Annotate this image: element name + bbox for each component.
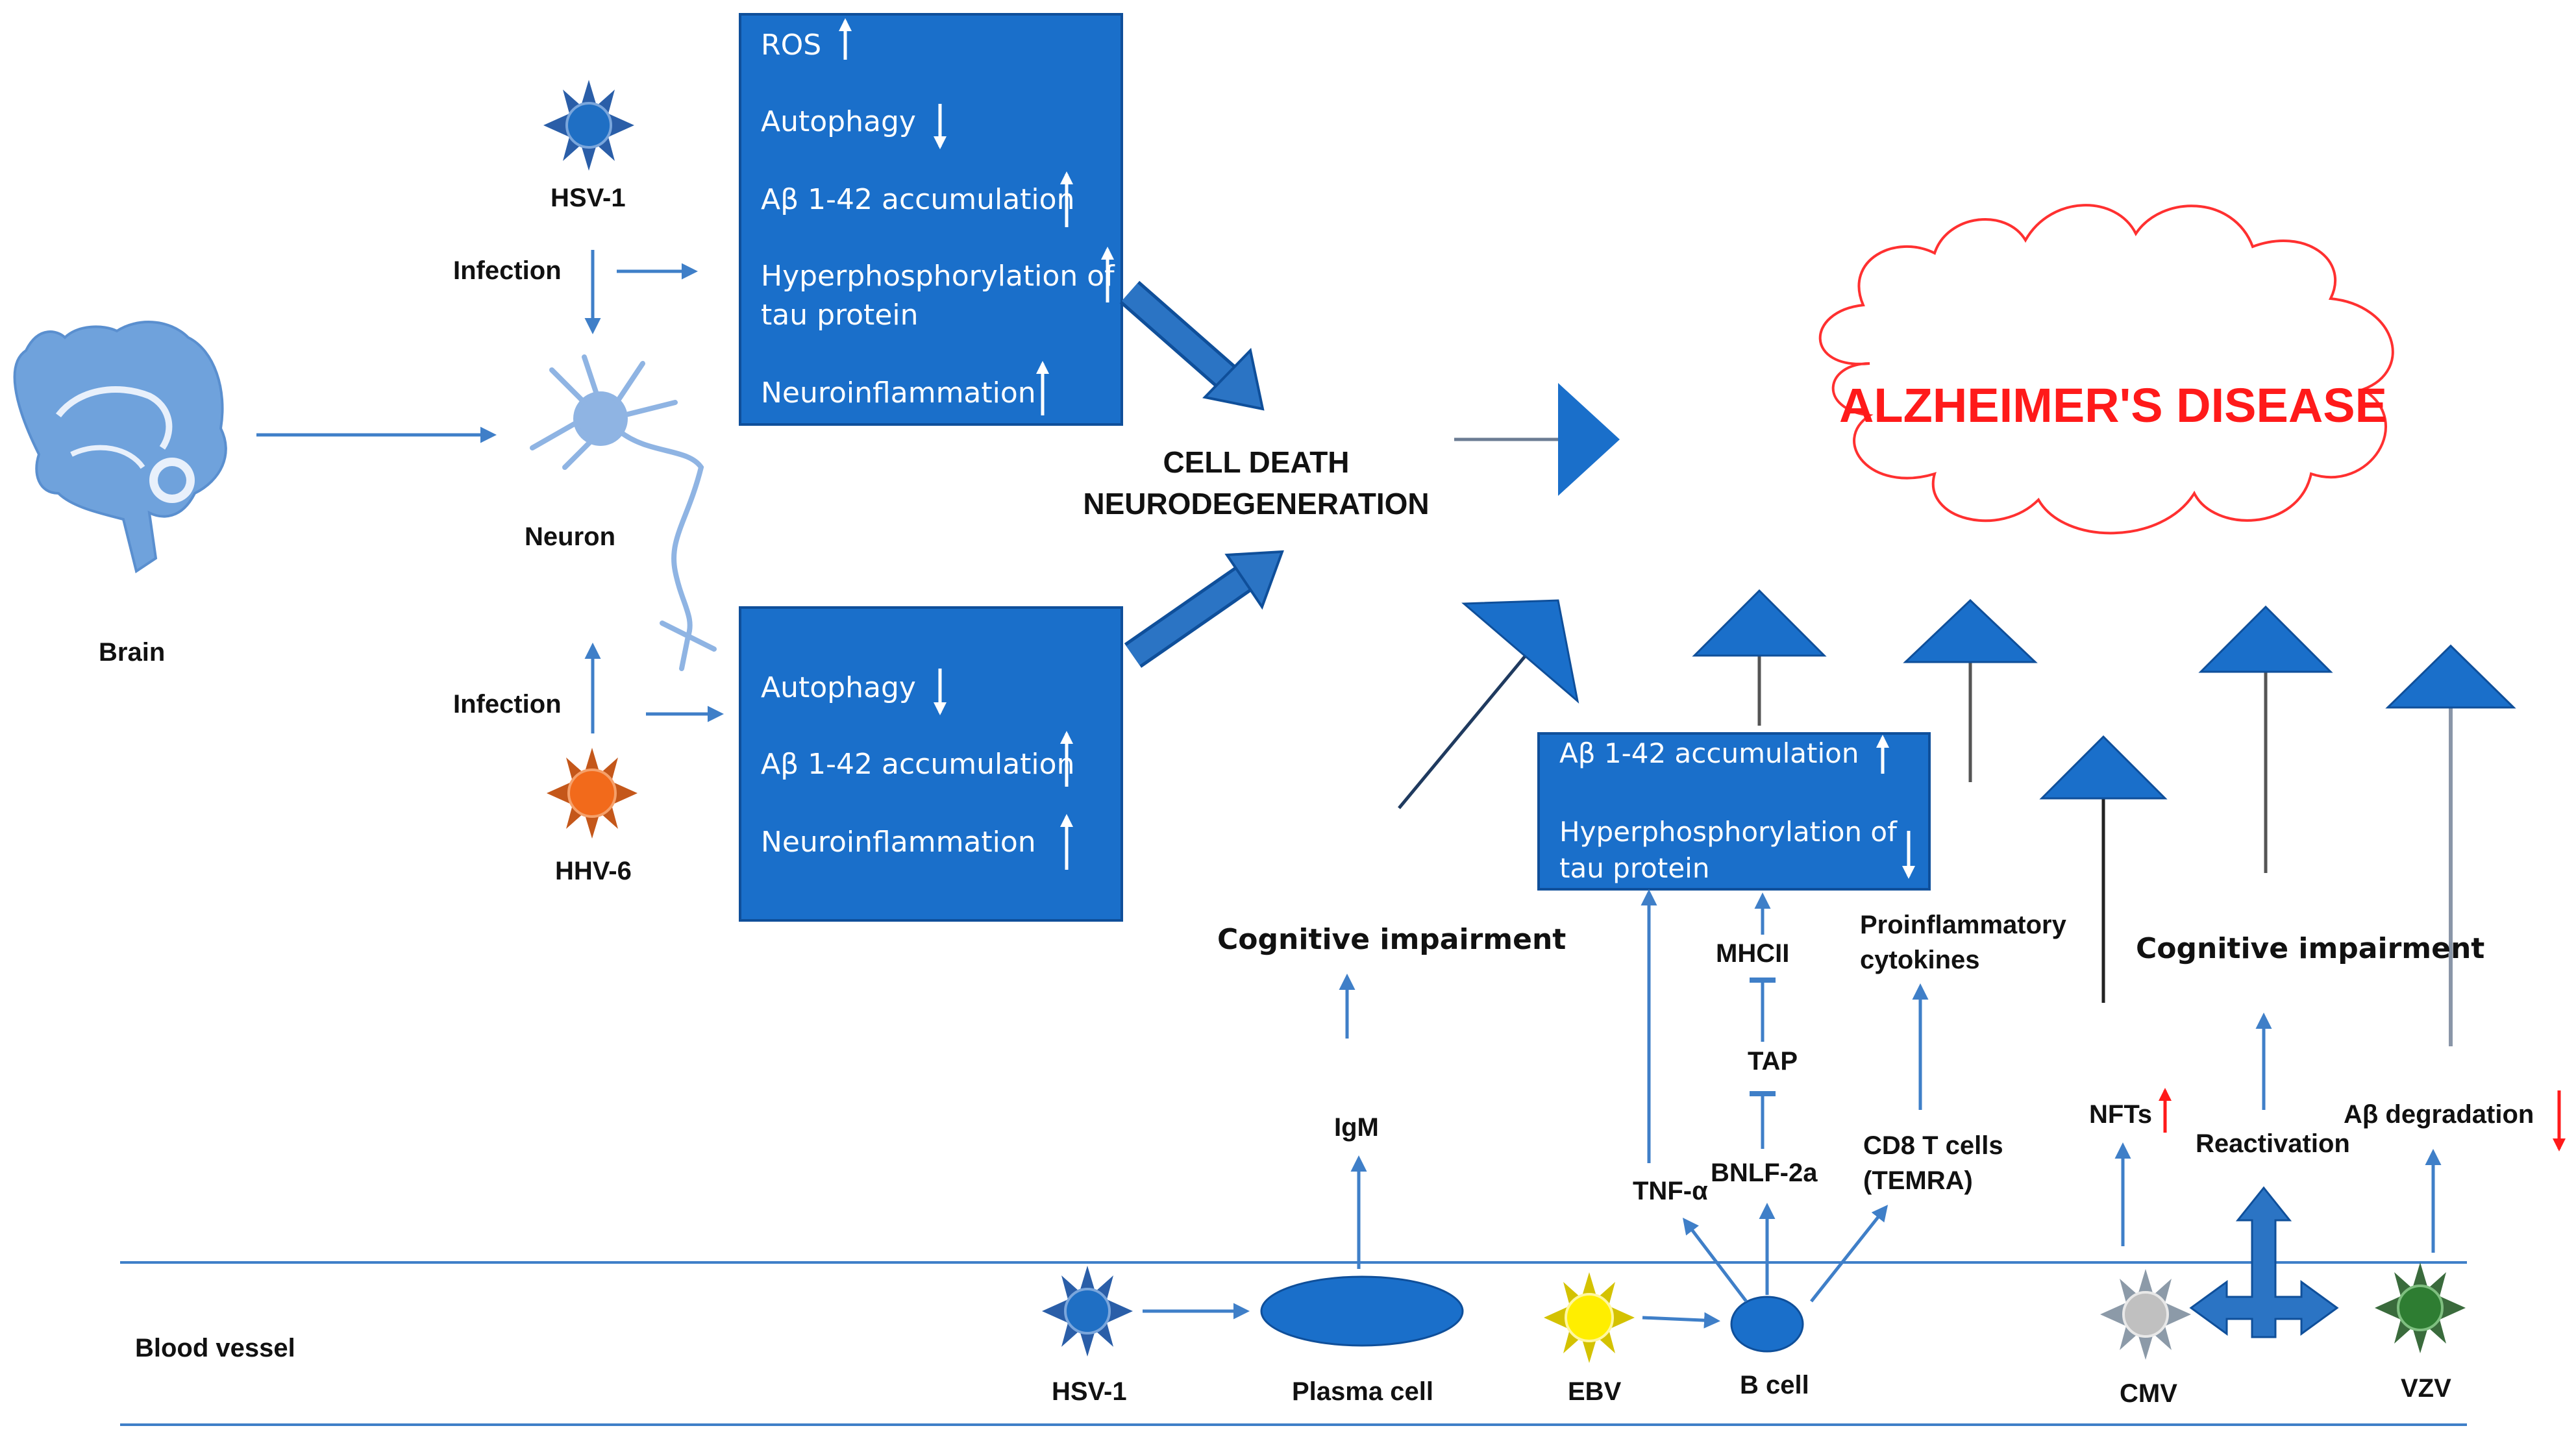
mhcii-label: MHCII xyxy=(1716,939,1789,968)
cmv-label: CMV xyxy=(2120,1379,2177,1408)
hhv6-effects-box xyxy=(739,606,1123,922)
vzv-label: VZV xyxy=(2401,1374,2451,1403)
reactivation-label: Reactivation xyxy=(2196,1129,2350,1158)
ebv-virus-icon xyxy=(1544,1272,1635,1363)
infection-bottom-label: Infection xyxy=(453,690,562,719)
alzheimers-cloud xyxy=(1818,204,2394,535)
bnlf-label: BNLF-2a xyxy=(1711,1159,1818,1187)
hsv1-effects-box xyxy=(739,13,1123,426)
cd8-label-1: CD8 T cells xyxy=(1863,1131,2003,1160)
hsv-box-autophagy: Autophagy xyxy=(761,105,916,138)
ebv-to-bcell-arrow xyxy=(1642,1312,1720,1329)
hsv-to-center-block-arrow xyxy=(1119,280,1265,411)
hsv-box-hyperphos: Hyperphosphorylation of xyxy=(761,260,1115,293)
neuron-label: Neuron xyxy=(525,523,615,551)
center-to-ad-arrowhead xyxy=(1558,383,1620,496)
cell-death-label: CELL DEATH xyxy=(1163,445,1349,479)
b-cell-label: B cell xyxy=(1740,1371,1809,1399)
plasma-cell-label: Plasma cell xyxy=(1292,1377,1433,1406)
cognitive-impairment-1: Cognitive impairment xyxy=(1217,923,1566,956)
hhv-box-autophagy: Autophagy xyxy=(761,671,916,704)
hhv6-virus-icon xyxy=(547,748,638,839)
hsv1-blood-virus-icon xyxy=(1042,1266,1133,1357)
bcell-to-tnf-arrow xyxy=(1682,1218,1748,1303)
plasma-cell-icon xyxy=(1260,1275,1464,1347)
bcell-to-cd8-arrow xyxy=(1810,1205,1889,1303)
infection-top-label: Infection xyxy=(453,256,562,285)
neurodegeneration-label: NEURODEGENERATION xyxy=(1083,487,1429,521)
tnf-label: TNF-α xyxy=(1633,1177,1708,1205)
brain-label: Brain xyxy=(99,638,165,667)
ebv-box-tau: tau protein xyxy=(1559,852,1709,884)
abeta-degradation-label: Aβ degradation xyxy=(2344,1100,2534,1129)
ebv-box-hyperphos: Hyperphosphorylation of xyxy=(1559,816,1898,848)
tap-label: TAP xyxy=(1748,1047,1798,1076)
hsv1-top-label: HSV-1 xyxy=(551,184,626,212)
brain-icon xyxy=(13,321,227,574)
triangle-arrow-5 xyxy=(2198,605,2333,873)
hsv-box-abeta: Aβ 1-42 accumulation xyxy=(761,183,1074,216)
neuron-icon xyxy=(530,354,717,671)
hhv-box-abeta: Aβ 1-42 accumulation xyxy=(761,748,1074,781)
reactivation-double-arrow-icon xyxy=(2189,1186,2339,1338)
alzheimers-disease-title: ALZHEIMER'S DISEASE xyxy=(1839,378,2387,432)
triangle-arrow-4 xyxy=(2039,735,2168,1003)
nfts-label: NFTs xyxy=(2089,1100,2152,1129)
hsv-box-ros: ROS xyxy=(761,29,821,62)
triangle-arrow-1 xyxy=(1398,599,1579,809)
triangle-arrow-6 xyxy=(2385,644,2516,1046)
cognitive-impairment-2: Cognitive impairment xyxy=(2136,932,2484,965)
triangle-arrow-2 xyxy=(1692,589,1827,726)
b-cell-icon xyxy=(1730,1296,1804,1353)
hsv1-virus-icon xyxy=(543,80,634,171)
cd8-label-2: (TEMRA) xyxy=(1863,1166,1973,1195)
proinflam-label-2: cytokines xyxy=(1860,946,1980,974)
hhv-to-center-block-arrow xyxy=(1124,550,1284,668)
triangle-arrow-3 xyxy=(1903,598,2038,782)
hhv-box-neuroinflam: Neuroinflammation xyxy=(761,826,1036,859)
hhv6-label: HHV-6 xyxy=(555,857,632,885)
ebv-effects-box xyxy=(1537,732,1931,891)
igm-label: IgM xyxy=(1334,1113,1379,1142)
vzv-virus-icon xyxy=(2375,1262,2466,1353)
hsv-box-neuroinflam: Neuroinflammation xyxy=(761,376,1036,410)
ebv-box-abeta: Aβ 1-42 accumulation xyxy=(1559,737,1859,769)
ebv-label: EBV xyxy=(1568,1377,1622,1406)
cmv-virus-icon xyxy=(2100,1269,2191,1360)
proinflam-label-1: Proinflammatory xyxy=(1860,911,2067,939)
hsv-box-tau: tau protein xyxy=(761,299,919,332)
blood-vessel-label: Blood vessel xyxy=(135,1334,295,1362)
hsv1-blood-label: HSV-1 xyxy=(1052,1377,1127,1406)
